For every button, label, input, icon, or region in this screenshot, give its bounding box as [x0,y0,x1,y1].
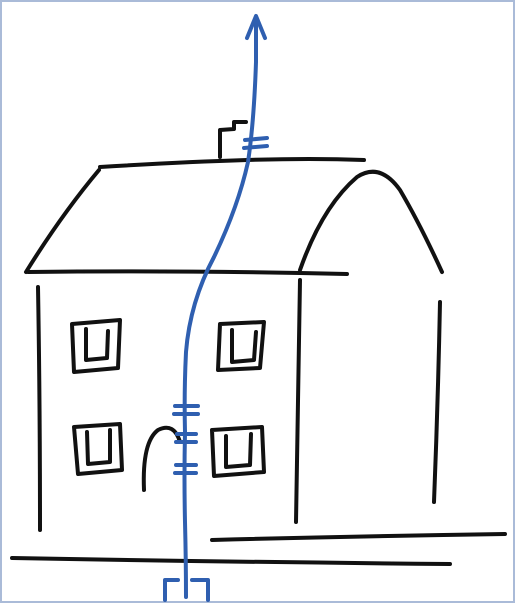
window-frame [72,320,120,372]
window-upper-left [72,320,120,372]
window-lower-left [74,424,122,474]
window-sash [87,430,110,464]
gable-right-wall [434,302,440,502]
ground-line-lower [12,558,450,564]
roof-ridge-line [100,159,364,167]
window-sash [86,329,108,360]
front-corner-wall [296,280,300,522]
chimney-stub [220,122,246,157]
left-wall [38,287,40,530]
window-upper-right [218,322,264,370]
window-lower-right [212,427,264,476]
gable-end-roof [300,172,442,272]
flue-pipe [165,16,267,600]
window-sash [226,434,251,467]
roof-left-slope [26,170,99,272]
front-door [144,428,180,490]
house [12,122,505,564]
ground-line-upper [212,534,505,540]
window-sash [232,330,256,362]
flue-pipe-line [185,22,257,597]
window-frame [212,427,264,476]
window-frame [74,424,122,474]
flue-clamp [244,138,267,148]
